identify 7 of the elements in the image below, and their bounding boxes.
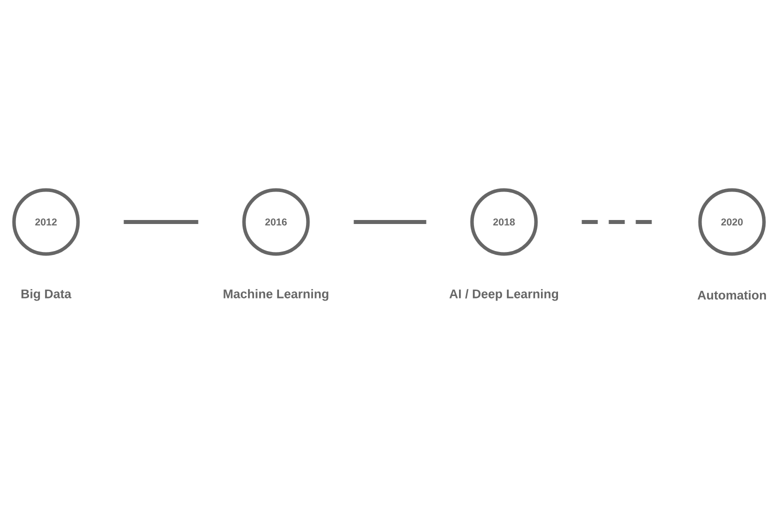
connector-line bbox=[124, 220, 198, 224]
milestone-label: Automation bbox=[698, 290, 766, 300]
connector-line bbox=[582, 220, 654, 224]
milestone-label: AI / Deep Learning bbox=[449, 289, 558, 301]
milestone-label: Big Data bbox=[22, 289, 72, 301]
connector-line bbox=[354, 220, 426, 224]
milestone-label: Machine Learning bbox=[224, 289, 328, 301]
